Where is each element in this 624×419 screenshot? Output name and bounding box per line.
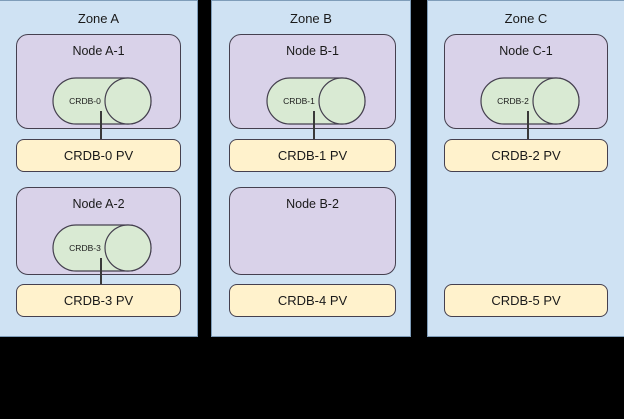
pv-crdb-4[interactable]: CRDB-4 PV <box>229 284 396 317</box>
zone-a-title: Zone A <box>77 11 120 26</box>
pv-crdb-2[interactable]: CRDB-2 PV <box>444 139 608 172</box>
node-a-1[interactable]: Node A-1 CRDB-0 <box>16 34 181 129</box>
database-cylinder-crdb-1[interactable]: CRDB-1 <box>266 77 366 125</box>
pv-crdb-4-label: CRDB-4 PV <box>277 293 348 308</box>
node-b-1-label: Node B-1 <box>286 44 339 58</box>
zone-a: Zone A Node A-1 CRDB-0 CRDB-0 PV Node A-… <box>0 0 198 337</box>
connector-crdb-2 <box>527 111 529 140</box>
node-c-1-label: Node C-1 <box>499 44 553 58</box>
zone-c-title: Zone C <box>504 11 548 26</box>
zone-b-title: Zone B <box>290 11 332 26</box>
connector-crdb-0 <box>100 111 102 140</box>
node-a-2-label: Node A-2 <box>72 197 125 211</box>
connector-crdb-1 <box>313 111 315 140</box>
pv-crdb-3-label: CRDB-3 PV <box>63 293 134 308</box>
pv-crdb-0[interactable]: CRDB-0 PV <box>16 139 181 172</box>
node-b-2-label: Node B-2 <box>286 197 339 211</box>
pv-crdb-0-label: CRDB-0 PV <box>63 148 134 163</box>
pv-crdb-5-label: CRDB-5 PV <box>491 293 561 308</box>
pv-crdb-2-label: CRDB-2 PV <box>491 148 561 163</box>
database-cylinder-crdb-3[interactable]: CRDB-3 <box>52 224 152 272</box>
zone-c: Zone C Node C-1 CRDB-2 CRDB-2 PV CRDB-5 … <box>427 0 624 337</box>
zone-b: Zone B Node B-1 CRDB-1 CRDB-1 PV Node B-… <box>211 0 411 337</box>
database-cylinder-crdb-0[interactable]: CRDB-0 <box>52 77 152 125</box>
node-a-1-label: Node A-1 <box>72 44 125 58</box>
node-c-1[interactable]: Node C-1 CRDB-2 <box>444 34 608 129</box>
pv-crdb-1-label: CRDB-1 PV <box>277 148 348 163</box>
connector-crdb-3 <box>100 258 102 285</box>
pv-crdb-3[interactable]: CRDB-3 PV <box>16 284 181 317</box>
node-b-2[interactable]: Node B-2 <box>229 187 396 275</box>
database-cylinder-crdb-2[interactable]: CRDB-2 <box>480 77 580 125</box>
node-a-2[interactable]: Node A-2 CRDB-3 <box>16 187 181 275</box>
pv-crdb-5[interactable]: CRDB-5 PV <box>444 284 608 317</box>
pv-crdb-1[interactable]: CRDB-1 PV <box>229 139 396 172</box>
